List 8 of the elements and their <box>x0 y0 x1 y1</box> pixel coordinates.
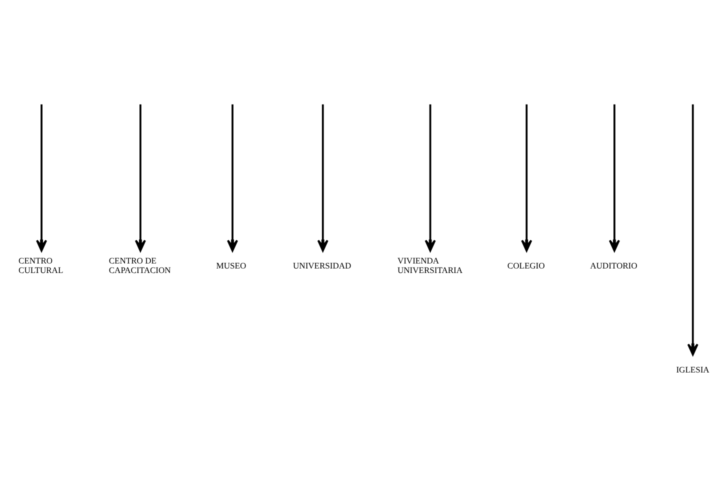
node-text: CENTRO CULTURAL <box>18 255 64 275</box>
node-text: VIVIENDA UNIVERSITARIA <box>397 255 463 275</box>
node-text: AUDITORIO <box>590 260 638 270</box>
node-text: UNIVERSIDAD <box>293 260 352 270</box>
node-text: IGLESIA <box>676 364 710 374</box>
node-text: MUSEO <box>216 260 246 270</box>
node-text: COLEGIO <box>507 260 545 270</box>
node-text: CENTRO DE CAPACITACION <box>108 255 171 275</box>
